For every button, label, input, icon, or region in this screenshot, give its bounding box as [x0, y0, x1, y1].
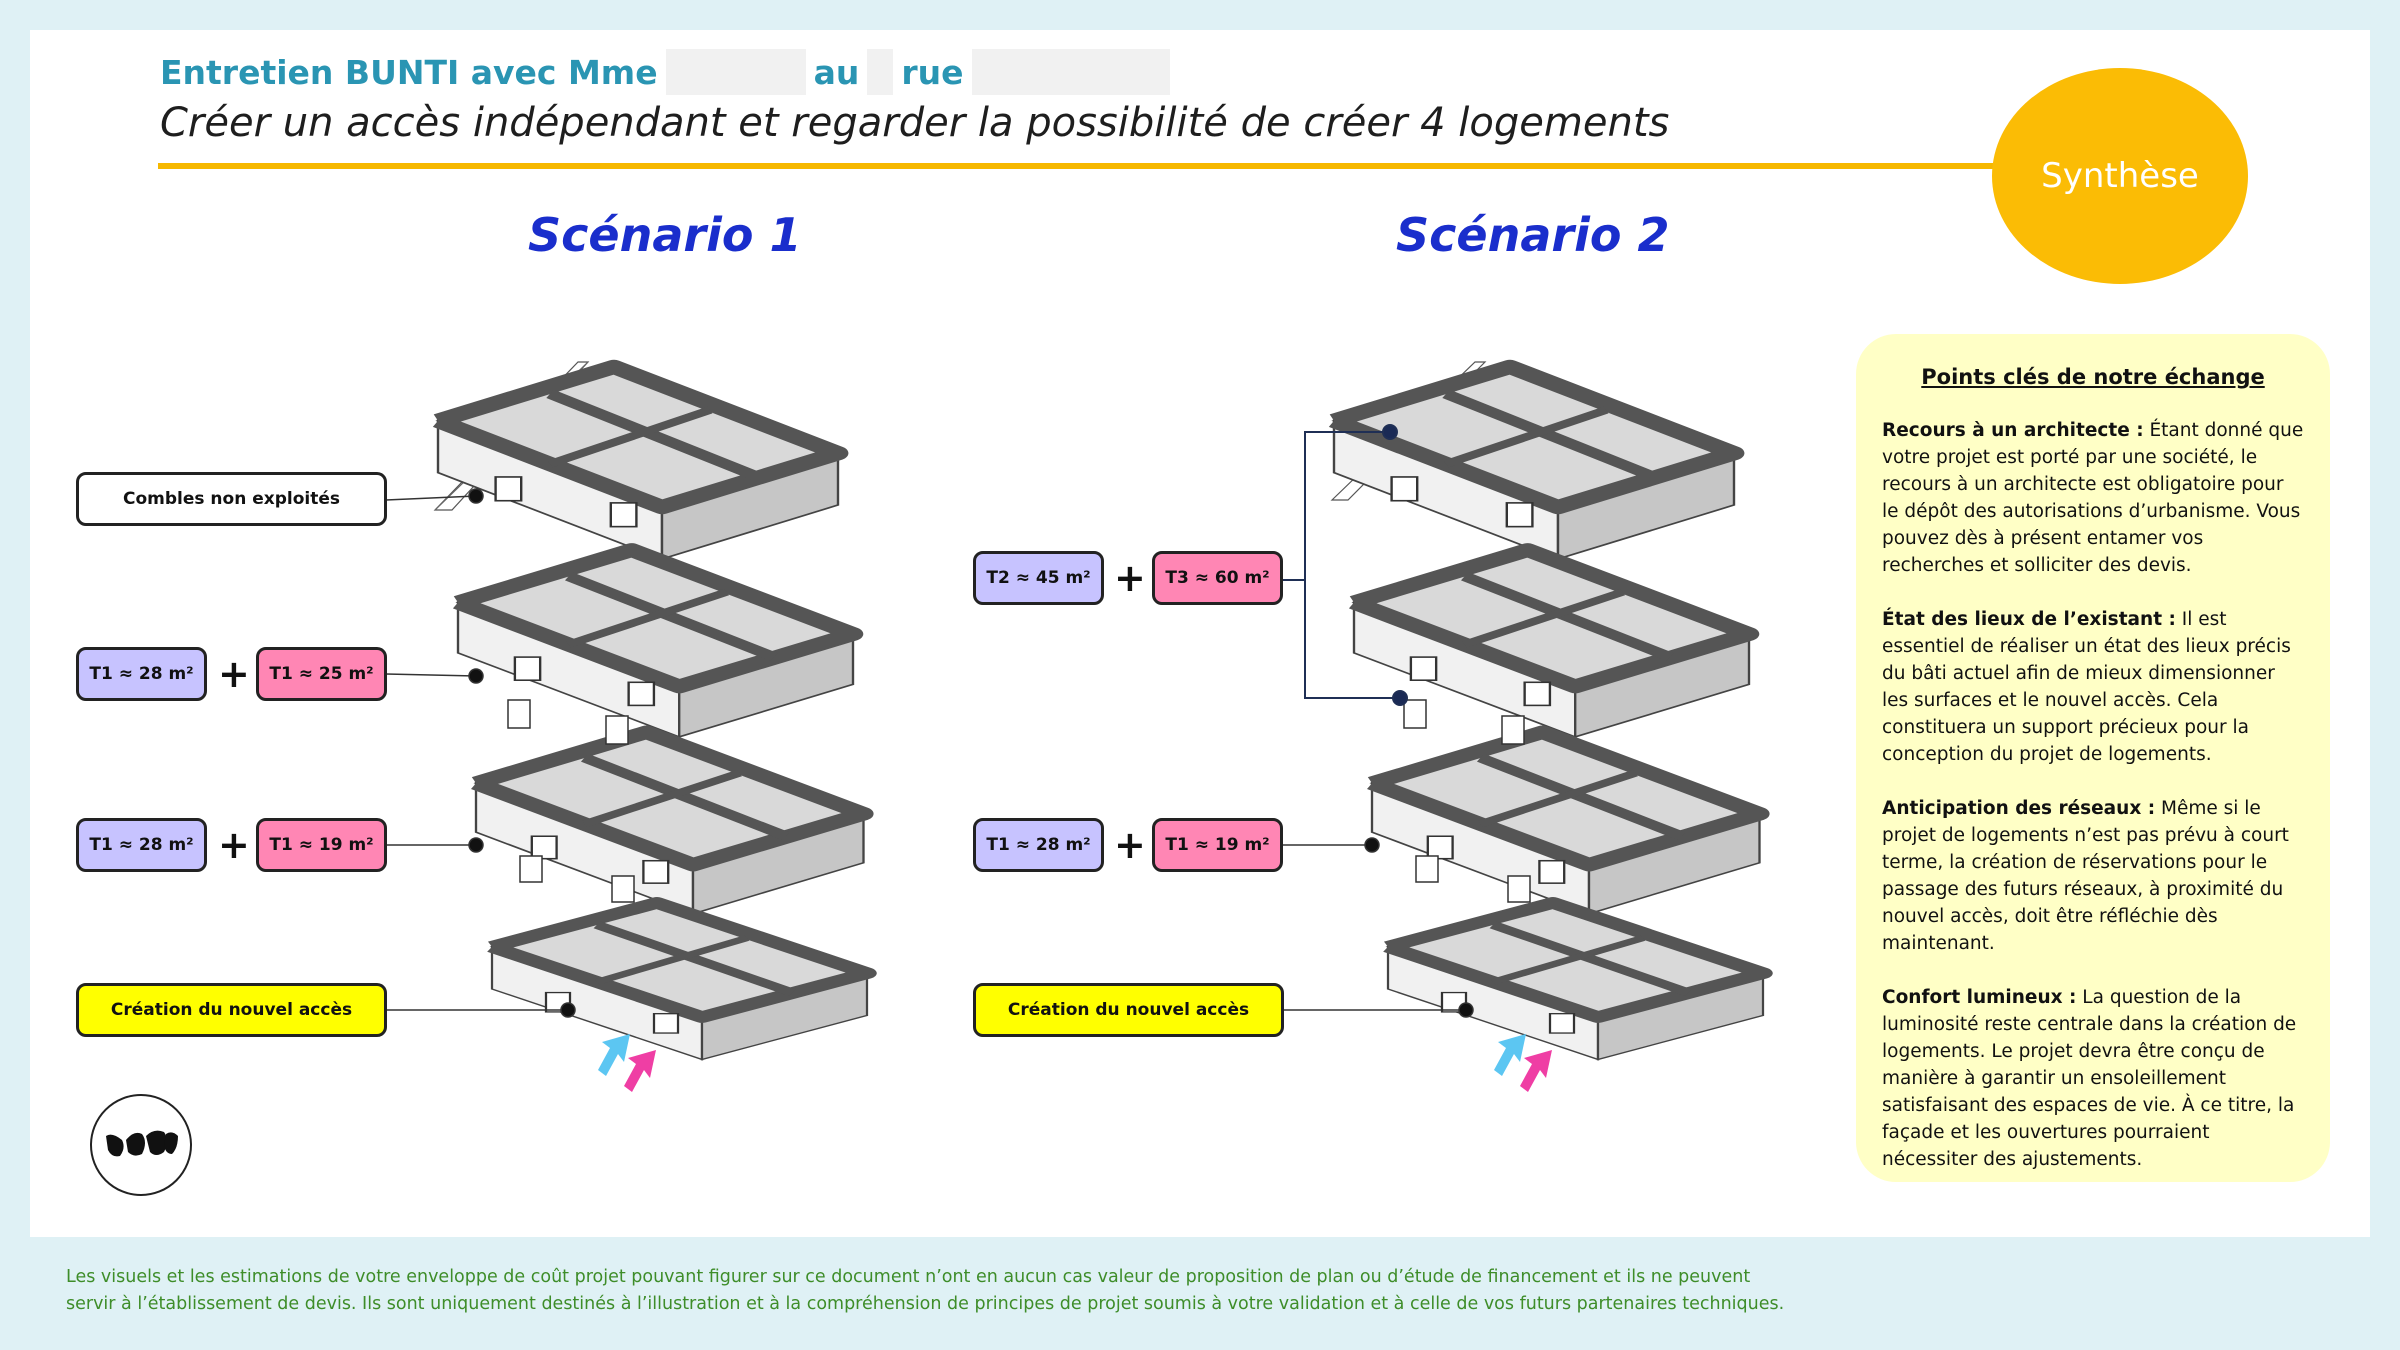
key-point-text: Il est essentiel de réaliser un état des… — [1882, 609, 2291, 765]
redacted-name — [665, 49, 806, 95]
label-s2-floor1-unit2: T1 ≈ 19 m² — [1152, 818, 1283, 872]
leaf-logo-icon — [90, 1094, 192, 1196]
key-points-panel: Points clés de notre échange Recours à u… — [1856, 334, 2330, 1182]
scenario2-title: Scénario 2 — [1396, 208, 1670, 262]
label-s2-upper-unit2: T3 ≈ 60 m² — [1152, 551, 1283, 605]
page-subtitle: Créer un accès indépendant et regarder l… — [160, 100, 1670, 146]
key-point: État des lieux de l’existant : Il est es… — [1882, 606, 2304, 768]
key-point: Confort lumineux : La question de la lum… — [1882, 984, 2304, 1173]
label-s2-upper-unit1: T2 ≈ 45 m² — [973, 551, 1104, 605]
plus-sign: + — [1114, 823, 1146, 867]
label-s1-new-access: Création du nouvel accès — [76, 983, 387, 1037]
header-divider — [158, 163, 2018, 169]
header-title-part1: Entretien BUNTI avec Mme — [160, 52, 658, 92]
pink-arrow-icon — [624, 1050, 1552, 1092]
scenario1-building — [435, 362, 867, 1059]
label-s1-floor2-unit1: T1 ≈ 28 m² — [76, 647, 207, 701]
label-attic: Combles non exploités — [76, 472, 387, 526]
plus-sign: + — [218, 652, 250, 696]
key-point-heading: Confort lumineux : — [1882, 987, 2077, 1008]
scenario1-title: Scénario 1 — [528, 208, 802, 262]
key-point-heading: État des lieux de l’existant : — [1882, 609, 2176, 630]
header-title-part2: au — [813, 52, 860, 92]
header-title: Entretien BUNTI avec Mme au rue — [160, 49, 1178, 95]
label-s2-floor1-unit1: T1 ≈ 28 m² — [973, 818, 1104, 872]
key-point: Recours à un architecte : Étant donné qu… — [1882, 417, 2304, 579]
redacted-street — [971, 49, 1170, 95]
key-point-heading: Anticipation des réseaux : — [1882, 798, 2156, 819]
disclaimer-footer: Les visuels et les estimations de votre … — [66, 1267, 1785, 1314]
scenario2-building — [1332, 362, 1763, 1059]
synthesis-badge: Synthèse — [1992, 68, 2248, 284]
key-point-text: Même si le projet de logements n’est pas… — [1882, 798, 2289, 954]
key-point-text: La question de la luminosité reste centr… — [1882, 987, 2297, 1170]
key-point: Anticipation des réseaux : Même si le pr… — [1882, 795, 2304, 957]
plus-sign: + — [1114, 556, 1146, 600]
label-s2-new-access: Création du nouvel accès — [973, 983, 1284, 1037]
label-s1-floor1-unit2: T1 ≈ 19 m² — [256, 818, 387, 872]
panel-title: Points clés de notre échange — [1921, 365, 2265, 389]
blue-arrow-icon — [598, 1034, 1526, 1076]
redacted-number — [867, 49, 894, 95]
header-title-part3: rue — [901, 52, 964, 92]
plus-sign: + — [218, 823, 250, 867]
label-s1-floor1-unit1: T1 ≈ 28 m² — [76, 818, 207, 872]
key-point-text: Étant donné que votre projet est porté p… — [1882, 420, 2304, 576]
key-point-heading: Recours à un architecte : — [1882, 420, 2144, 441]
label-s1-floor2-unit2: T1 ≈ 25 m² — [256, 647, 387, 701]
